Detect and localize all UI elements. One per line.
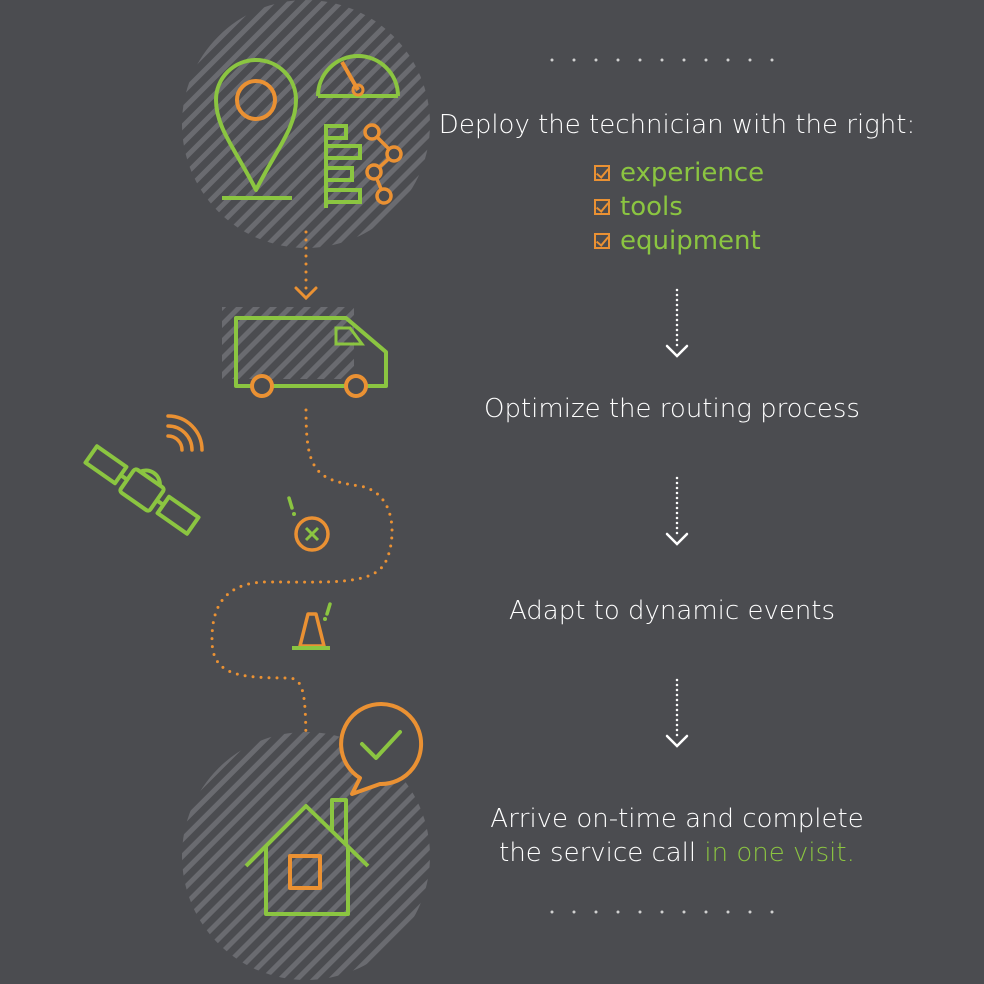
checklist-item: equipment <box>594 224 764 258</box>
step-arrive-line2: the service call in one visit. <box>490 836 863 870</box>
step-arrive: Arrive on-time and complete the service … <box>490 802 863 870</box>
gauge-icon <box>316 54 400 98</box>
checkbox-icon <box>594 199 610 215</box>
step-arrive-highlight: in one visit. <box>704 838 855 868</box>
house-icon <box>244 798 370 916</box>
map-pin-icon <box>214 58 298 200</box>
arrow-down-icon <box>294 230 318 301</box>
step-deploy: Deploy the technician with the right: <box>438 110 916 140</box>
arrow-down-icon <box>665 476 689 546</box>
step-optimize: Optimize the routing process <box>484 394 860 424</box>
network-nodes-icon <box>363 123 403 205</box>
checklist: experience tools equipment <box>594 156 764 258</box>
step-adapt: Adapt to dynamic events <box>508 596 836 626</box>
traffic-cone-icon <box>292 602 332 650</box>
checkbox-icon <box>594 165 610 181</box>
checklist-item: experience <box>594 156 764 190</box>
arrow-down-icon <box>665 288 689 358</box>
satellite-icon <box>83 444 201 536</box>
van-icon <box>234 316 388 398</box>
signal-waves-icon <box>166 414 204 452</box>
warning-marker-icon <box>287 496 330 552</box>
step-arrive-line1: Arrive on-time and complete <box>490 804 864 834</box>
checklist-item-label: tools <box>620 192 683 222</box>
bar-chart-icon <box>324 124 362 208</box>
checklist-item: tools <box>594 190 764 224</box>
speech-bubble-check-icon <box>339 702 424 796</box>
checklist-item-label: equipment <box>620 226 761 256</box>
checklist-item-label: experience <box>620 158 765 188</box>
checkbox-icon <box>594 233 610 249</box>
step-arrive-line2-prefix: the service call <box>499 838 705 868</box>
arrow-down-icon <box>665 678 689 748</box>
